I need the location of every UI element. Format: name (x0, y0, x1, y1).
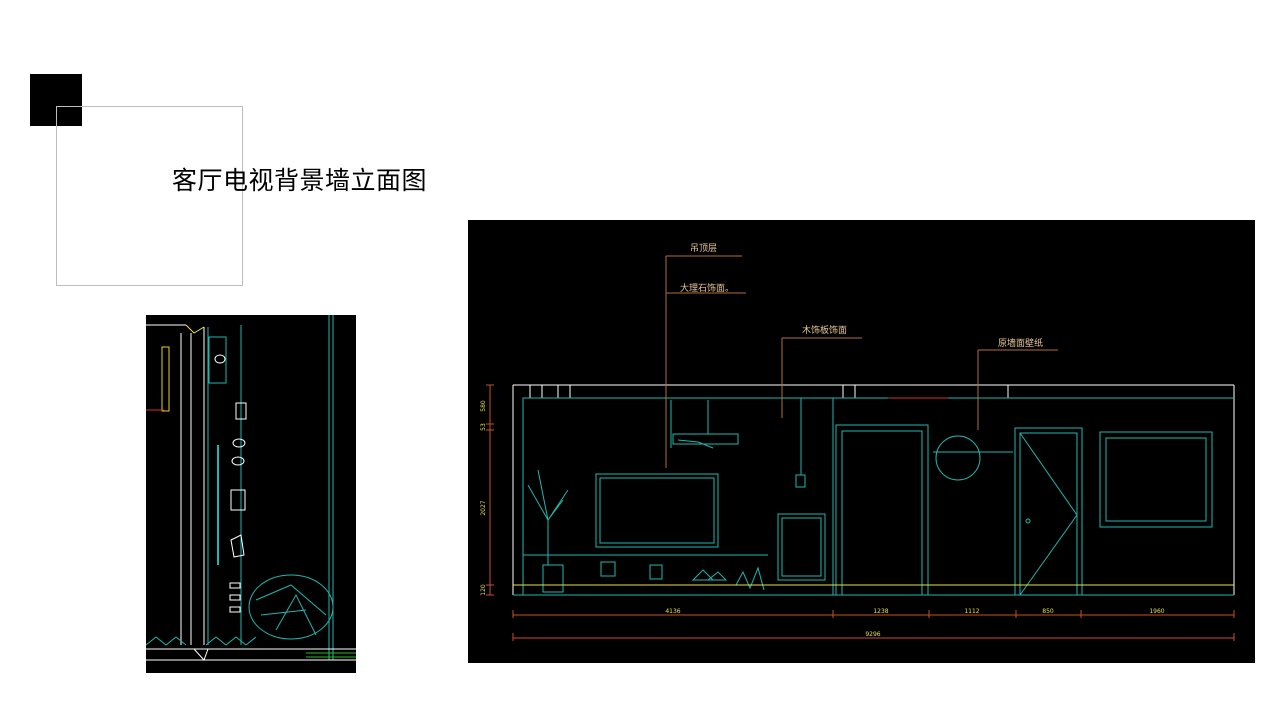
annotation-wood-panel: 木饰板饰面 (802, 324, 847, 336)
cabinet (777, 513, 826, 581)
elevation-svg: 580 53 2027 120 4136 1238 1112 850 1960 … (480, 243, 1235, 641)
dimension-850: 850 (1042, 608, 1054, 615)
vertical-dimension-2027: 2027 (480, 500, 487, 515)
dimension-total: 9296 (865, 631, 880, 638)
vertical-dimension-120: 120 (480, 584, 487, 596)
door-right (1014, 427, 1083, 596)
round-mirror (935, 435, 981, 481)
side-detail-svg (146, 315, 356, 661)
dimension-1238: 1238 (873, 608, 888, 615)
side-detail-drawing (146, 315, 356, 673)
door-left (835, 424, 929, 596)
dimension-1960: 1960 (1149, 608, 1164, 615)
tv-wall-panel (522, 397, 834, 596)
decorative-frame (56, 106, 243, 286)
dimension-4136: 4136 (665, 608, 680, 615)
vertical-dimension-580: 580 (480, 400, 487, 412)
tv (595, 473, 719, 548)
picture-frame (1099, 431, 1213, 528)
slide-title: 客厅电视背景墙立面图 (172, 166, 428, 195)
annotation-ceiling: 吊顶层 (690, 243, 717, 254)
tv-wall-elevation-drawing: 580 53 2027 120 4136 1238 1112 850 1960 … (468, 220, 1255, 663)
annotation-wallpaper: 原墙面壁纸 (998, 337, 1043, 349)
annotation-marble: 大理石饰面。 (680, 282, 734, 294)
dimension-1112: 1112 (964, 608, 979, 615)
vertical-dimension-53: 53 (480, 423, 487, 431)
